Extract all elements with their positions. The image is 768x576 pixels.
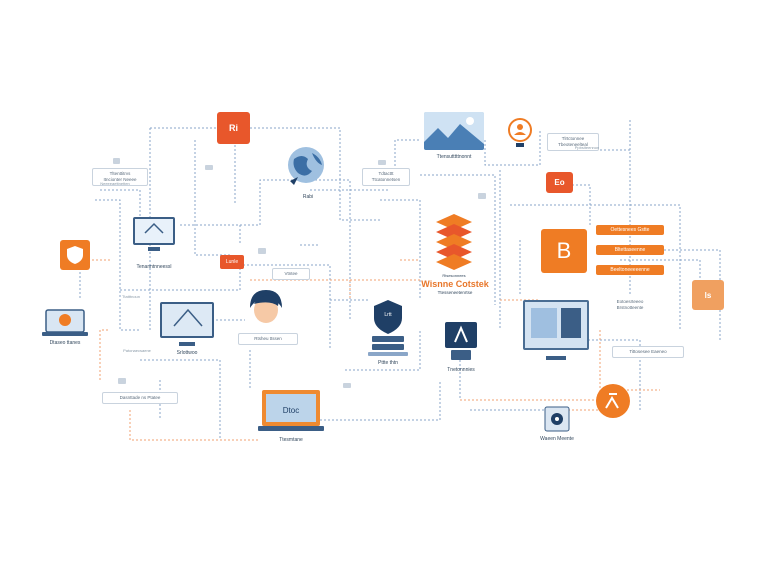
stack-subtitle: Ttesseneetenrtse [437,290,473,295]
shield-icon[interactable] [60,240,90,270]
badge-top-text: Ri [229,123,238,133]
small-note-0: Neeeeaettnetten [100,181,130,186]
top-right-note-line1: Tlrtctonnee [561,136,585,141]
chip-note-text: Vtntee [284,271,298,276]
monitor-top-left-label: Tenanntnneessl [136,264,172,270]
top-left-note-line1: Tltenttitrvs [109,171,131,176]
stack-top-label: Rtsesonnees [442,273,466,278]
top-right-note: Tlrtctonnee Tbeoteneelteal [547,133,599,151]
landscape-label: Ttensutttttnonnt [436,154,472,160]
pill-0[interactable]: Oettesnees Gstte [596,225,664,235]
small-note-2: Patonaecsaene [123,348,151,353]
right-list-line2: Brstnotteente [616,305,644,310]
desktop-pc-label: Tnetonnnies [447,367,475,373]
monitor-right[interactable] [523,300,589,360]
big-b-text: B [556,238,572,263]
person-note: Rtsheu ttssen [238,333,298,345]
server-label: Pttte thtn [377,360,398,366]
monitor-center-left[interactable] [160,302,214,346]
top-left-note: Tltenttitrvs Itncionter Neeee [92,168,148,186]
tag-node-text: Lunle [225,259,239,265]
left-bottom-note-text: Dasnttade ns Ptatee [119,395,161,400]
center-top-note-line2: Ttcatonnetsen [371,177,401,182]
monitor-center-left-label: Srlottwoo [176,350,198,356]
globe-icon[interactable] [286,145,328,187]
user-avatar[interactable] [246,288,286,328]
pill-1[interactable]: Bltettaseenne [596,245,664,255]
right-list-line1: Eotoesrteeeo [616,299,644,304]
small-note-1: Ttatttnoun [121,294,140,299]
gear-device-label: Waeen Meente [540,436,574,442]
badge-right-text: ls [704,290,712,300]
left-bottom-note: Dasnttade ns Ptatee [102,392,178,404]
top-right-note-line2: Tbeoteneelteal [558,142,588,147]
center-top-note: Tdtacttt Ttcatonnetsen [362,168,410,186]
laptop-left-label: Dtaseo ttanes [49,340,81,346]
server-tag: Lrtt [384,312,392,318]
center-top-note-line1: Tdtacttt [378,171,394,176]
landscape-image-icon[interactable] [424,112,484,150]
pill-2[interactable]: Beeltoneeeeenne [596,265,664,275]
badge-top-node[interactable]: Ri [217,112,250,144]
right-note: Tittosesee Eaeneo [612,346,684,358]
top-left-note-line2: Itncionter Neeee [103,177,137,182]
small-note-3: Ppbsiteennon [574,145,600,150]
stack-title: Wisnne Cotstek [421,279,489,289]
globe-label: Rabi [302,194,314,200]
stack-layers-icon[interactable] [432,212,476,270]
badge-mid-node[interactable]: Eo [546,172,573,193]
server-shield-icon[interactable]: Lrtt [366,298,410,358]
monitor-top-left[interactable] [133,217,175,251]
laptop-bottom-icon[interactable]: Dtoc [258,388,324,434]
person-note-text: Rtsheu ttssen [254,336,282,341]
settings-gear-icon[interactable] [596,384,630,418]
chip-note: Vtntee [272,268,310,280]
big-b-node[interactable]: B [541,229,587,273]
laptop-left-icon[interactable] [42,308,88,338]
tag-node[interactable]: Lunle [220,255,244,269]
right-note-text: Tittosesee Eaeneo [629,349,667,354]
desktop-pc-icon[interactable] [443,320,479,364]
laptop-bottom-label: Ttesmtane [279,437,303,443]
badge-mid-text: Eo [554,178,565,187]
user-pin-icon[interactable] [508,118,532,148]
laptop-screen-text: Dtoc [282,406,300,415]
badge-right-node[interactable]: ls [692,280,724,310]
gear-device-icon[interactable] [542,404,572,434]
right-list-note: Eotoesrteeeo Brstnotteente [606,296,654,314]
